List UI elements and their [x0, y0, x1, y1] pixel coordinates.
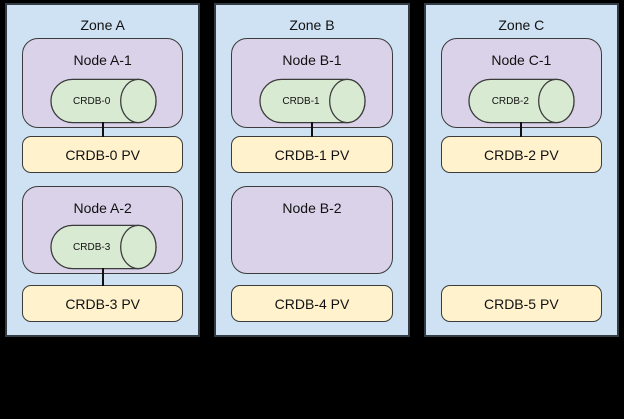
node-c1: Node C-1 CRDB-2 — [440, 38, 602, 128]
zone-c: Zone C Node C-1 CRDB-2 CRDB-2 PV CRDB-5 … — [423, 3, 619, 337]
pv-label: CRDB-3 PV — [65, 295, 140, 312]
pv-box: CRDB-1 PV — [231, 136, 393, 173]
pv-label: CRDB-1 PV — [274, 146, 350, 163]
pv-connector-line — [101, 268, 104, 286]
pv-label: CRDB-4 PV — [274, 295, 350, 312]
node-label: Node B-2 — [282, 200, 342, 216]
pv-label: CRDB-0 PV — [65, 146, 140, 163]
zone-title: Zone C — [498, 17, 545, 33]
pv-connector-line — [520, 122, 523, 137]
node-a2: Node A-2 CRDB-3 — [22, 186, 184, 274]
database-cylinder-icon: CRDB-1 — [258, 78, 366, 124]
node-label: Node B-1 — [282, 52, 342, 68]
zone-title: Zone A — [80, 17, 125, 33]
crdb-pod-label: CRDB-1 — [282, 95, 320, 107]
zone-b: Zone B Node B-1 CRDB-1 CRDB-1 PV Node B-… — [214, 3, 410, 337]
node-a1: Node A-1 CRDB-0 — [22, 38, 184, 128]
pv-label: CRDB-2 PV — [483, 146, 559, 163]
database-cylinder-icon: CRDB-0 — [49, 78, 157, 124]
pv-box-unattached: CRDB-4 PV — [231, 285, 393, 322]
pv-connector-line — [101, 122, 104, 137]
crdb-pod-label: CRDB-0 — [73, 95, 111, 107]
zones-row: Zone A Node A-1 CRDB-0 CRDB-0 PV Node A-… — [5, 3, 619, 337]
pv-box-unattached: CRDB-5 PV — [440, 285, 602, 322]
node-label: Node A-2 — [73, 200, 132, 216]
node-label: Node A-1 — [73, 52, 132, 68]
database-cylinder-icon: CRDB-3 — [49, 224, 157, 270]
crdb-pod-label: CRDB-2 — [491, 95, 529, 107]
node-b1: Node B-1 CRDB-1 — [231, 38, 393, 128]
crdb-pod-label: CRDB-3 — [73, 241, 111, 253]
zone-title: Zone B — [289, 17, 335, 33]
node-label: Node C-1 — [491, 52, 552, 68]
pv-label: CRDB-5 PV — [483, 295, 559, 312]
pv-box: CRDB-0 PV — [22, 136, 184, 173]
database-cylinder-icon: CRDB-2 — [467, 78, 575, 124]
node-b2-empty: Node B-2 — [231, 186, 393, 274]
zone-a: Zone A Node A-1 CRDB-0 CRDB-0 PV Node A-… — [5, 3, 201, 337]
pv-box: CRDB-3 PV — [22, 285, 184, 322]
pv-connector-line — [310, 122, 313, 137]
pv-box: CRDB-2 PV — [440, 136, 602, 173]
